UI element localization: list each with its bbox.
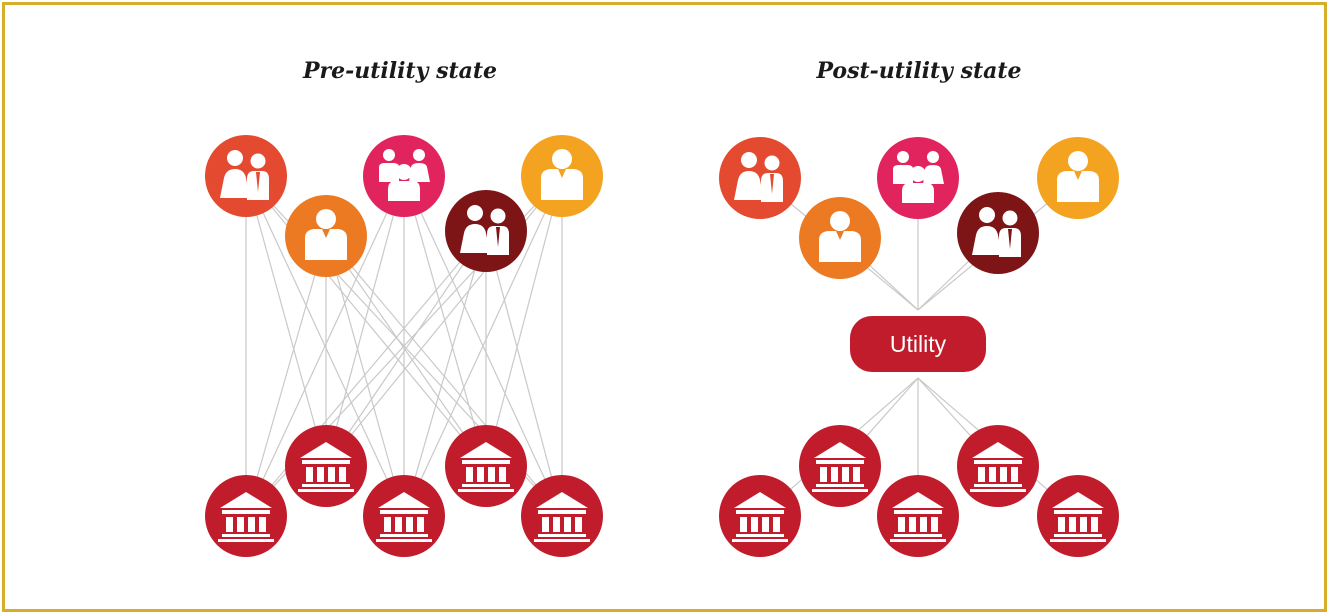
post-bank-1 [719,475,801,557]
post-client-4 [957,192,1039,274]
pre-client-3 [363,135,445,217]
post-client-3 [877,137,959,219]
post-client-2 [799,197,881,279]
utility-diagram: Utility [205,135,1119,557]
pre-client-4 [445,190,527,272]
utility-hub: Utility [850,316,986,372]
pre-bank-5 [521,475,603,557]
pre-utility-title: Pre-utility state [302,58,498,84]
pre-client-2 [285,195,367,277]
pre-bank-2 [285,425,367,507]
pre-client-5 [521,135,603,217]
post-bank-3 [877,475,959,557]
post-client-5 [1037,137,1119,219]
post-bank-4 [957,425,1039,507]
pre-bank-4 [445,425,527,507]
pre-bank-1 [205,475,287,557]
post-utility-title: Post-utility state [816,58,1022,84]
pre-bank-3 [363,475,445,557]
post-client-1 [719,137,801,219]
pre-client-1 [205,135,287,217]
post-bank-5 [1037,475,1119,557]
utility-label: Utility [890,331,947,357]
post-bank-2 [799,425,881,507]
